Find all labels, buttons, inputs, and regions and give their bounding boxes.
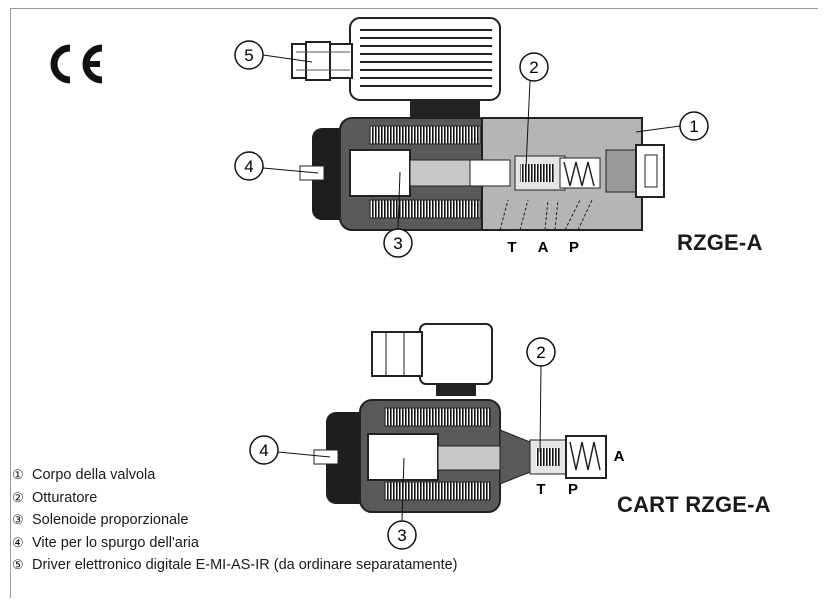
drawing-frame — [10, 8, 818, 598]
upper-driver — [291, 17, 501, 118]
upper-port-p: P — [569, 239, 579, 256]
lower-port-a: A — [614, 448, 625, 465]
upper-port-a: A — [538, 239, 549, 256]
upper-valve — [291, 17, 665, 231]
upper-callout-5: 5 — [244, 46, 253, 65]
lower-valve — [313, 323, 607, 513]
upper-callout-2: 2 — [529, 58, 538, 77]
upper-callout-3: 3 — [393, 234, 402, 253]
lower-port-t: T — [536, 481, 545, 498]
lower-callout-4: 4 — [259, 441, 268, 460]
lower-callout-3: 3 — [397, 526, 406, 545]
lower-callouts: 2 4 3 T P A — [249, 337, 625, 550]
upper-callouts: 5 2 1 4 3 T A P — [234, 40, 709, 258]
upper-model-label: RZGE-A — [677, 230, 763, 255]
upper-port-t: T — [507, 239, 516, 256]
lower-model-label: CART RZGE-A — [617, 492, 771, 517]
upper-callout-1: 1 — [689, 117, 698, 136]
upper-callout-4: 4 — [244, 157, 253, 176]
ce-mark — [50, 44, 103, 84]
lower-callout-2: 2 — [536, 343, 545, 362]
lower-connector — [371, 323, 493, 396]
lower-port-p: P — [568, 481, 578, 498]
lower-air-bleed-cap — [326, 412, 368, 504]
